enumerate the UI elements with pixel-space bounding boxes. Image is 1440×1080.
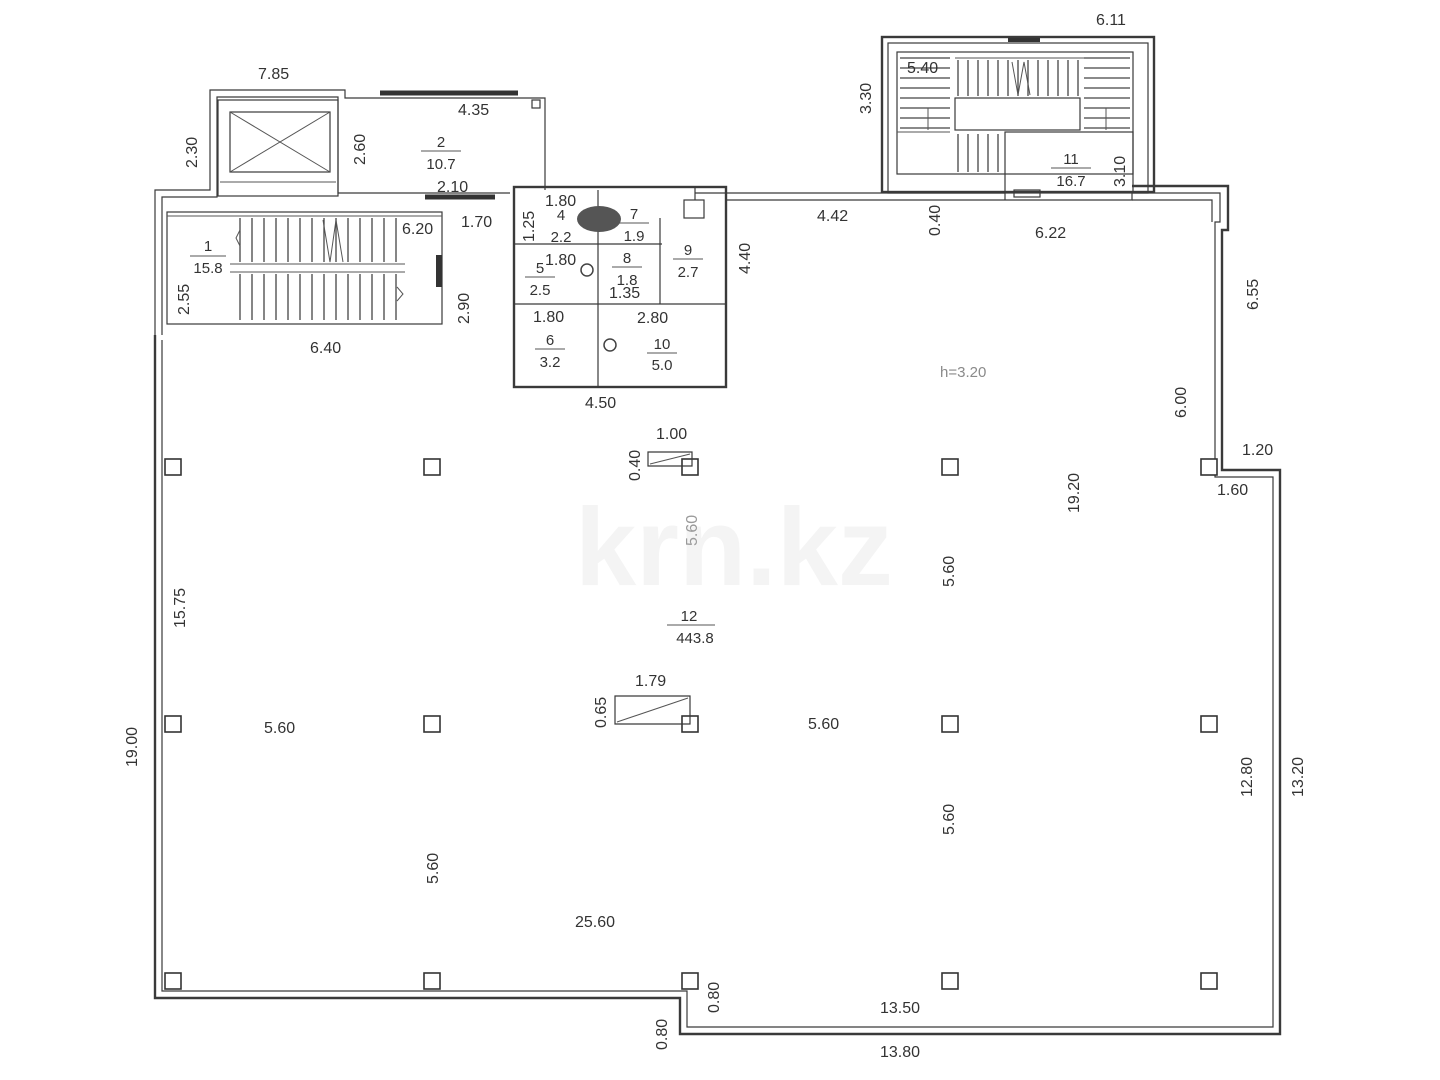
dimension-label: 19.20 xyxy=(1066,473,1083,513)
structural-column xyxy=(941,972,959,990)
room-number: 2 xyxy=(437,134,445,151)
dimension-label: 6.00 xyxy=(1173,387,1190,418)
structural-column xyxy=(681,458,699,476)
dimension-label: 0.40 xyxy=(627,450,644,481)
dimension-label: 1.35 xyxy=(609,285,640,302)
elevator-shaft xyxy=(217,99,339,197)
dimension-label: 12.80 xyxy=(1239,757,1256,797)
dimension-label: 4.50 xyxy=(585,395,616,412)
room-area: 10.7 xyxy=(426,156,455,173)
dimension-label: 0.40 xyxy=(927,205,944,236)
room-number: 6 xyxy=(546,332,554,349)
structural-column xyxy=(1200,458,1218,476)
dimension-label: 6.20 xyxy=(402,221,433,238)
dimension-label: 2.80 xyxy=(637,310,668,327)
dimension-label: 2.60 xyxy=(352,134,369,165)
dimension-label: 2.90 xyxy=(456,293,473,324)
dimension-label: 1.80 xyxy=(533,309,564,326)
dimension-label: 4.40 xyxy=(737,243,754,274)
room-area: 16.7 xyxy=(1056,173,1085,190)
dimension-label: 5.40 xyxy=(907,60,938,77)
watermark: krn.kz xyxy=(575,486,893,609)
dimension-label: 0.65 xyxy=(593,697,610,728)
room-area: 1.9 xyxy=(624,228,645,245)
room-number: 1 xyxy=(204,238,212,255)
dimension-label: 3.30 xyxy=(858,83,875,114)
structural-column xyxy=(1200,715,1218,733)
dimension-label: 5.60 xyxy=(425,853,442,884)
dimension-label: 1.79 xyxy=(635,673,666,690)
dimension-label: 4.35 xyxy=(458,102,489,119)
utility-block xyxy=(512,185,728,389)
dimension-label: 4.42 xyxy=(817,208,848,225)
dimension-label: 5.60 xyxy=(264,720,295,737)
dimension-label: 19.00 xyxy=(124,727,141,767)
room-area: 1.8 xyxy=(617,272,638,289)
dimension-label: 7.85 xyxy=(258,66,289,83)
dimension-label: 5.60 xyxy=(941,556,958,587)
room-labels: 1 15.8 2 10.7 4 2.2 5 2.5 6 3.2 7 1.9 8 … xyxy=(190,134,1091,647)
dimension-label: 1.20 xyxy=(1242,442,1273,459)
dimension-label: 3.10 xyxy=(1112,156,1129,187)
dimension-label: 1.80 xyxy=(545,252,576,269)
dimension-label: 6.55 xyxy=(1245,279,1262,310)
room-number: 12 xyxy=(681,608,698,625)
structural-column xyxy=(681,972,699,990)
room-number: 8 xyxy=(623,250,631,267)
dimension-label: 2.55 xyxy=(176,284,193,315)
dimension-label: 6.22 xyxy=(1035,225,1066,242)
structural-column xyxy=(1200,972,1218,990)
dimension-label: 13.80 xyxy=(880,1044,920,1061)
room-area: 15.8 xyxy=(193,260,222,277)
dimension-label: 2.10 xyxy=(437,179,468,196)
stair-2 xyxy=(880,35,1156,198)
exterior-wall xyxy=(153,89,1282,1036)
window xyxy=(380,36,1040,200)
dimension-label: 1.60 xyxy=(1217,482,1248,499)
ceiling-height: h=3.20 xyxy=(940,364,986,381)
column-small xyxy=(531,99,541,109)
dimension-label: 25.60 xyxy=(575,914,615,931)
dimension-label: 5.60 xyxy=(808,716,839,733)
structural-column xyxy=(164,972,182,990)
structural-column xyxy=(941,715,959,733)
dimension-label: 5.60 xyxy=(941,804,958,835)
structural-column xyxy=(423,715,441,733)
dimension-label: 6.11 xyxy=(1096,12,1126,29)
dimension-label: 1.00 xyxy=(656,426,687,443)
stair-1 xyxy=(166,211,443,325)
room-area: 5.0 xyxy=(652,357,673,374)
dimension-label: 1.70 xyxy=(461,214,492,231)
room-number: 11 xyxy=(1063,151,1079,168)
dimension-label: 5.60 xyxy=(684,515,701,546)
dimension-labels: 7.85 4.35 2.30 2.60 2.10 1.70 6.20 2.55 … xyxy=(124,12,1307,1061)
structural-column xyxy=(164,458,182,476)
dimension-label: 13.50 xyxy=(880,1000,920,1017)
dimension-label: 1.80 xyxy=(545,193,576,210)
dimension-label: 1.25 xyxy=(521,211,538,242)
shaft xyxy=(614,451,693,725)
structural-column xyxy=(164,715,182,733)
room-area: 3.2 xyxy=(540,354,561,371)
room-number: 10 xyxy=(654,336,671,353)
room-area: 2.2 xyxy=(551,229,572,246)
columns xyxy=(164,458,1218,990)
room-number: 7 xyxy=(630,206,638,223)
room-number: 5 xyxy=(536,260,544,277)
dimension-label: 2.30 xyxy=(184,137,201,168)
room-area: 443.8 xyxy=(676,630,714,647)
room-number: 9 xyxy=(684,242,692,259)
dimension-label: 13.20 xyxy=(1290,757,1307,797)
dimension-label: 6.40 xyxy=(310,340,341,357)
structural-column xyxy=(423,972,441,990)
room-area: 2.7 xyxy=(678,264,699,281)
room-number: 4 xyxy=(557,207,565,224)
room-area: 2.5 xyxy=(530,282,551,299)
dimension-label: 0.80 xyxy=(706,982,723,1013)
dimension-label: 0.80 xyxy=(654,1019,671,1050)
structural-column xyxy=(423,458,441,476)
dimension-label: 15.75 xyxy=(172,588,189,628)
structural-column xyxy=(941,458,959,476)
